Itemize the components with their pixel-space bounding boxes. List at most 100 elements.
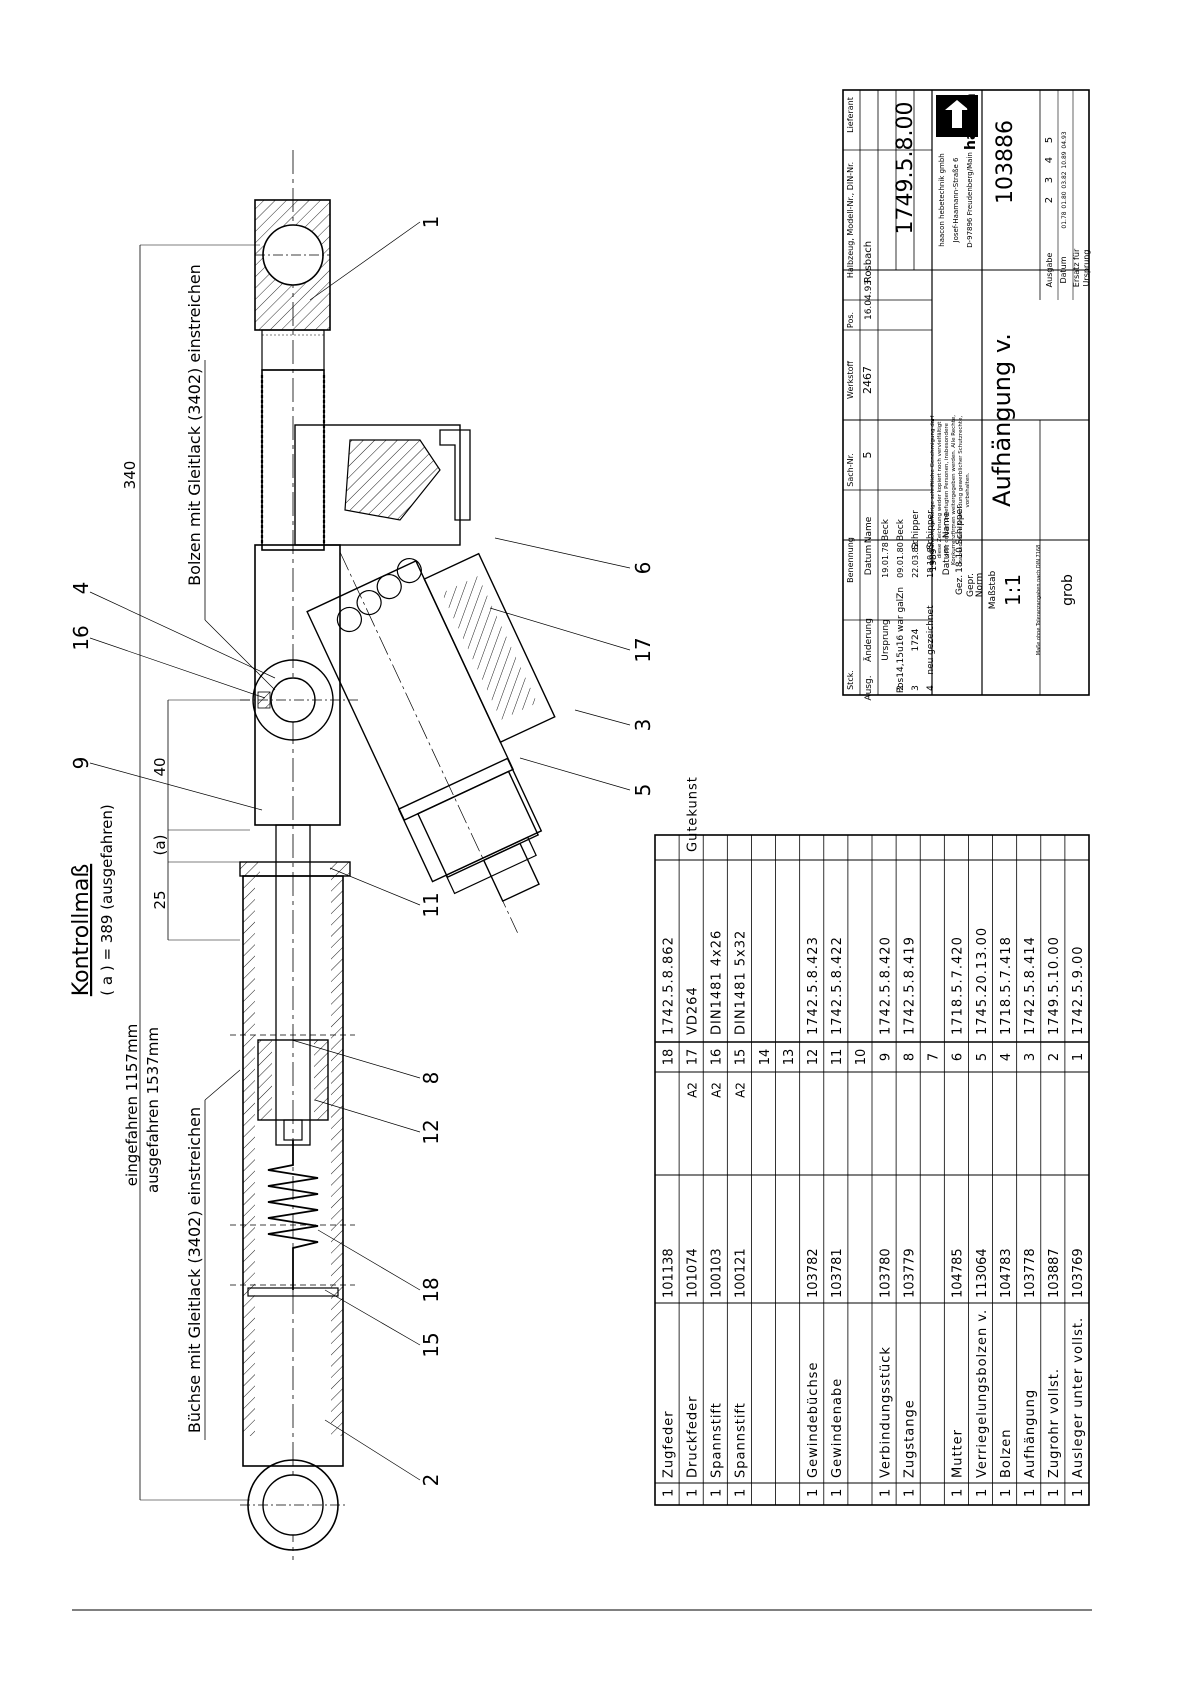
company-city: D-97896 Freudenberg/Main — [966, 152, 974, 248]
revision-name: Schipper — [911, 510, 921, 550]
title-block-frame — [842, 89, 1090, 696]
balloon-leaders — [89, 221, 631, 1481]
copyright-line: diese Zeichnung weder kopiert noch vervi… — [937, 421, 943, 559]
parts-number: 113064 — [975, 1248, 990, 1298]
parts-pos: 13 — [782, 1049, 797, 1066]
tb-gez-name: Schipper — [955, 505, 965, 545]
parts-name: Druckfeder — [685, 1396, 700, 1478]
drawing-number: 1749.5.8.00 — [893, 102, 918, 235]
part-3-suspension — [306, 551, 556, 933]
copyright-notice: Ohne unsere vorherige schriftliche Geneh… — [930, 415, 971, 565]
tb-norm-label: Norm — [975, 573, 985, 598]
ausgabe-label: Ausgabe — [1045, 253, 1054, 288]
parts-qty: 1 — [878, 1489, 893, 1497]
parts-name: Verriegelungsbolzen v. — [975, 1309, 990, 1478]
parts-number: 101138 — [661, 1248, 676, 1298]
parts-pos: 10 — [854, 1049, 869, 1066]
parts-name: Verbindungsstück — [878, 1346, 893, 1478]
balloon-15: 15 — [419, 1332, 443, 1357]
revision-name: Beck — [881, 518, 891, 541]
parts-number: 104783 — [999, 1248, 1014, 1298]
dim-340: 340 — [121, 461, 139, 490]
parts-number: 103769 — [1071, 1248, 1086, 1298]
parts-qty: 1 — [710, 1489, 725, 1497]
balloon-numbers: 1 16 4 9 6 17 3 5 11 8 12 18 15 2 — [69, 216, 655, 1487]
title-header-cell: Lieferant — [846, 97, 855, 133]
revision-header-cell: Datum — [864, 545, 874, 575]
drawing-notes: Kontrollmaß ( a ) = 389 (ausgefahren) ei… — [69, 264, 204, 1433]
revision-change: Pos14,15u16 war galZn — [896, 587, 906, 693]
balloon-2: 2 — [419, 1474, 443, 1487]
balloon-12: 12 — [419, 1119, 443, 1144]
copyright-line: vorbehalten. — [965, 472, 971, 507]
balloon-9: 9 — [69, 757, 93, 770]
logo-text: haacon — [963, 93, 979, 150]
parts-number: 100103 — [710, 1248, 725, 1298]
parts-number: 103781 — [830, 1248, 845, 1298]
revision-date: 09.01.80 — [896, 542, 905, 578]
revision-name: Schipper — [926, 510, 936, 550]
tb-massstab: 1:1 — [1001, 574, 1025, 606]
balloon-18: 18 — [419, 1277, 443, 1302]
parts-qty: 1 — [661, 1489, 676, 1497]
parts-pos: 4 — [999, 1053, 1014, 1061]
parts-pos: 7 — [927, 1053, 942, 1061]
balloon-8: 8 — [419, 1072, 443, 1085]
parts-pos: 16 — [710, 1049, 725, 1066]
parts-name: Zugstange — [902, 1399, 917, 1478]
parts-drawing-no: 1718.5.7.418 — [999, 936, 1014, 1035]
top-row-werkstoff: 2467 — [861, 366, 874, 394]
parts-name: Bolzen — [999, 1428, 1014, 1478]
ausgabe-cell: 5 — [1044, 137, 1055, 143]
datum-row-cell: 10.89 — [1061, 151, 1068, 168]
part-5-bracket — [294, 424, 461, 546]
drawing-title: Aufhängung v. — [988, 333, 1016, 507]
parts-qty: 1 — [902, 1489, 917, 1497]
parts-name: Gewindenabe — [830, 1378, 845, 1478]
assembly-drawing — [139, 150, 556, 1560]
copyright-line: Ohne unsere vorherige schriftliche Geneh… — [930, 415, 936, 565]
title-header-cell: Pos. — [846, 312, 855, 328]
revision-name: Beck — [896, 518, 906, 541]
parts-pos: 5 — [975, 1053, 990, 1061]
tb-toleranz-note: Maße ohne Toleranzangaben nach DIN 7168 — [1036, 545, 1042, 656]
dim-25: 25 — [151, 890, 169, 909]
parts-pos: 12 — [806, 1049, 821, 1066]
balloon-16: 16 — [69, 625, 93, 650]
title-header-cell: Benennung — [846, 537, 855, 583]
haacon-logo: haacon — [936, 93, 979, 150]
tb-grob: grob — [1060, 574, 1076, 606]
revision-change: 1724 — [911, 628, 921, 651]
parts-name: Zugrohr vollst. — [1047, 1368, 1062, 1478]
part-18-tension-spring — [267, 1140, 319, 1290]
parts-pos: 9 — [878, 1053, 893, 1061]
parts-drawing-no: 1742.5.8.414 — [1023, 936, 1038, 1035]
parts-name: Gewindebüchse — [806, 1362, 821, 1478]
parts-qty: 1 — [999, 1489, 1014, 1497]
title-header-cell: Halbzeug, Modell-Nr., DIN-Nr. — [846, 162, 855, 278]
parts-drawing-no: 1742.5.8.862 — [661, 936, 676, 1035]
ausgabe-cell: 2 — [1044, 197, 1055, 203]
revision-date: 22.03.82 — [911, 542, 920, 578]
parts-pos: 18 — [661, 1049, 676, 1066]
tb-year: 1989 — [929, 548, 939, 571]
parts-pos: 3 — [1023, 1053, 1038, 1061]
datum-row-label: Datum — [1059, 256, 1068, 283]
part-5-knob — [397, 757, 543, 895]
parts-number: 103887 — [1047, 1248, 1062, 1298]
revision-header-cell: Ausg. — [864, 675, 874, 700]
tb-gepr-label: Gepr. — [966, 573, 976, 597]
parts-supplier: Gutekunst — [685, 776, 700, 852]
tb-name-label: Name — [942, 511, 952, 538]
ursprung-label: Ursprung — [1082, 250, 1091, 287]
balloon-6: 6 — [631, 562, 655, 575]
parts-drawing-no: 1749.5.10.00 — [1047, 936, 1062, 1035]
parts-qty: 1 — [951, 1489, 966, 1497]
tb-gez-label: Gez. — [955, 575, 965, 595]
